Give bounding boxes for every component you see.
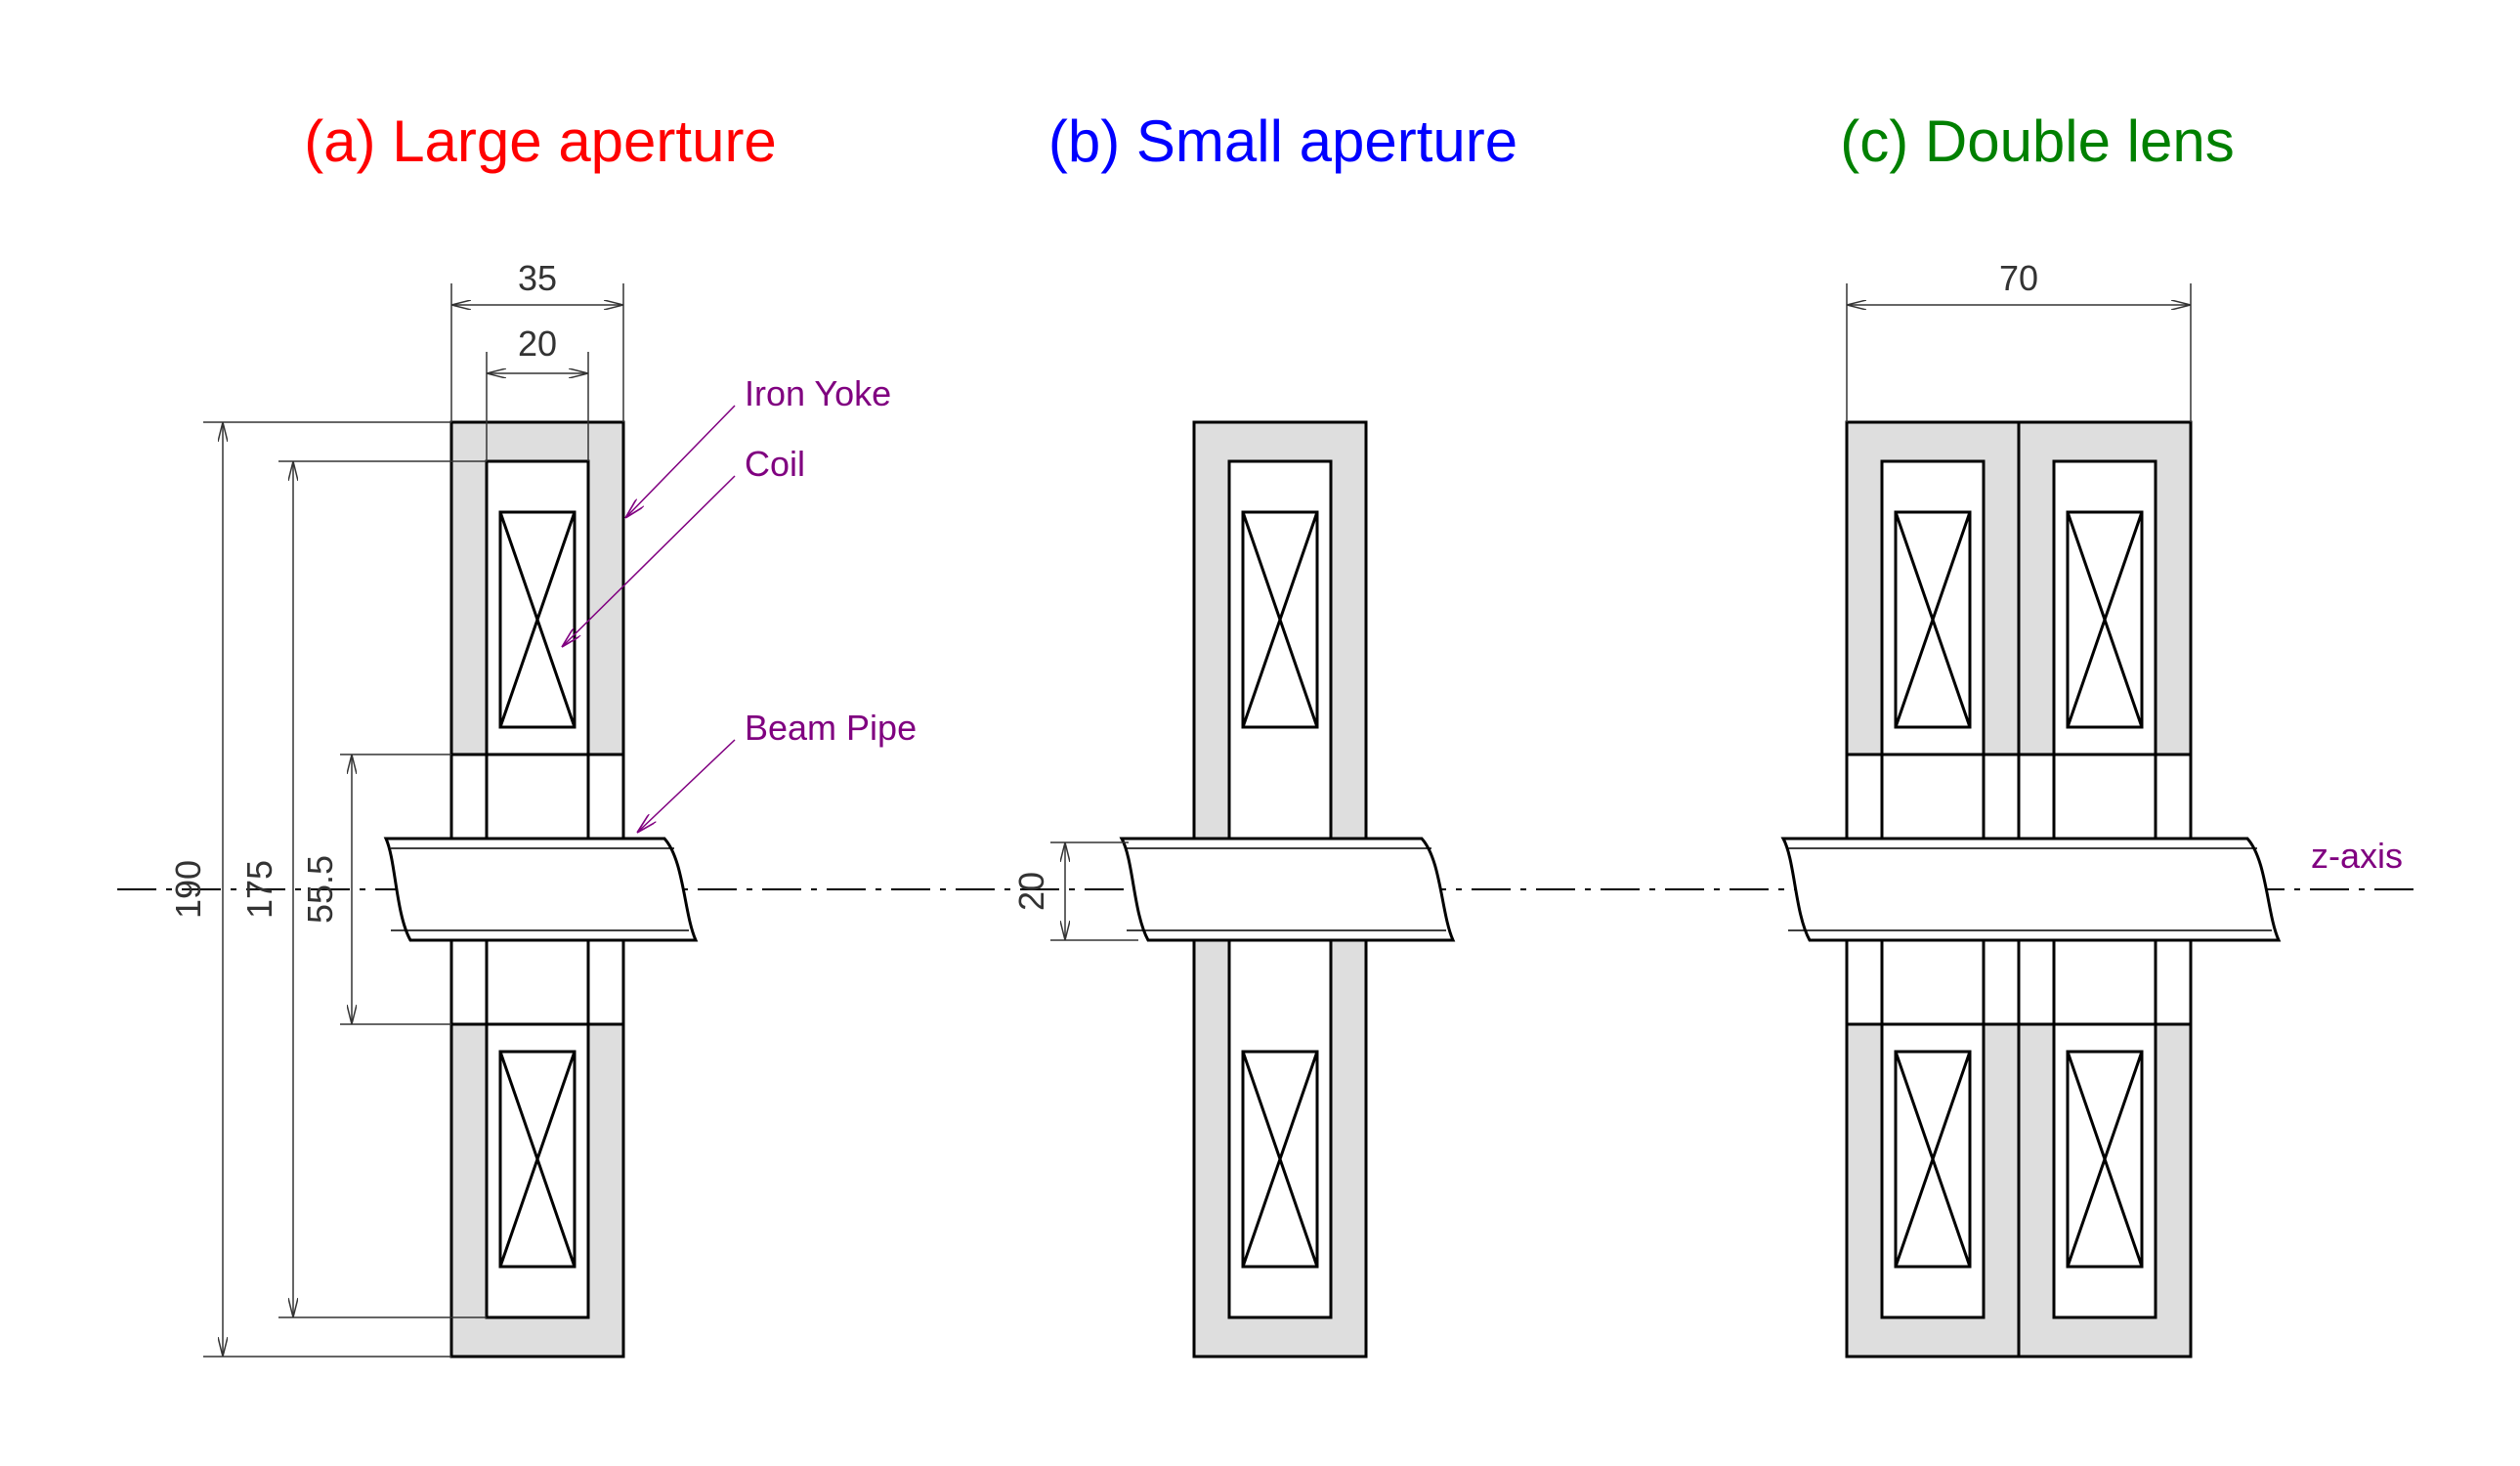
lens-small-aperture (1119, 420, 1456, 1358)
dimensions-b: 20 (1011, 841, 1138, 941)
dim-height-outer: 190 (168, 860, 208, 919)
beam-pipe-c (1780, 837, 2282, 942)
title-double-lens: (c) Double lens (1840, 108, 2235, 174)
dim-width-inner: 20 (518, 323, 557, 364)
label-coil: Coil (745, 444, 805, 484)
label-iron-yoke: Iron Yoke (745, 373, 891, 413)
dim-aperture-b: 20 (1011, 872, 1051, 911)
beam-pipe-a (383, 837, 699, 942)
lens-large-aperture (383, 420, 699, 1358)
dimensions-a: 35 20 190 175 55.5 (168, 258, 624, 1358)
dim-height-coil: 175 (239, 860, 279, 919)
dim-width-outer: 35 (518, 258, 557, 298)
label-beam-pipe: Beam Pipe (745, 708, 917, 748)
label-z-axis: z-axis (2311, 836, 2403, 876)
dim-aperture-a: 55.5 (300, 855, 340, 924)
dim-width-double: 70 (1999, 258, 2038, 298)
beam-pipe-b (1119, 837, 1456, 942)
dimensions-c: 70 (1846, 258, 2192, 422)
annotations: Iron Yoke Coil Beam Pipe z-axis (562, 373, 2403, 876)
title-small-aperture: (b) Small aperture (1048, 108, 1517, 174)
lens-double (1780, 420, 2282, 1358)
title-large-aperture: (a) Large aperture (304, 108, 777, 174)
